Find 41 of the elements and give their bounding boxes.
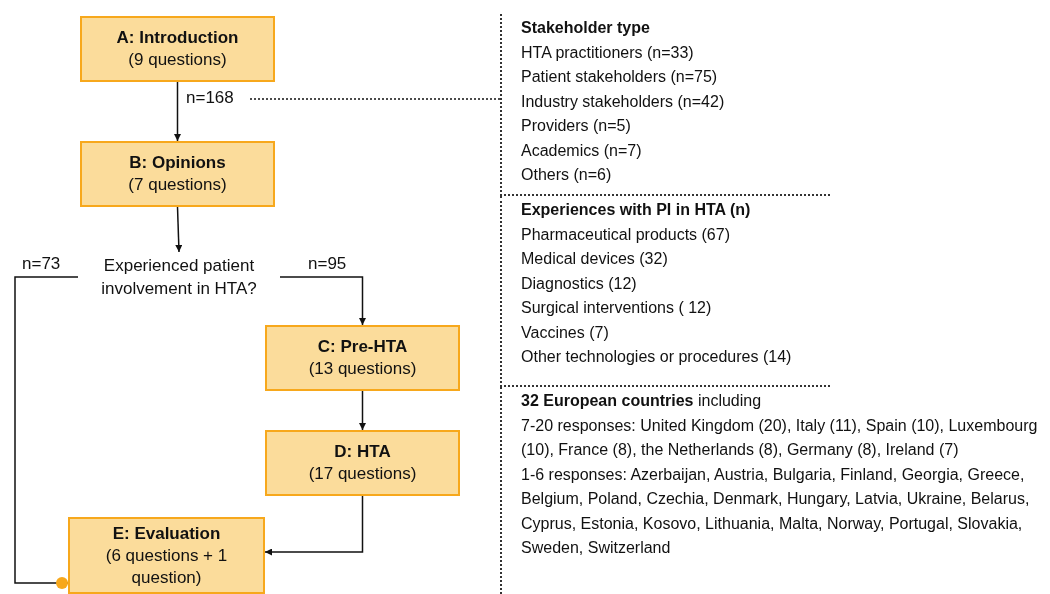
list-item: Medical devices (32) <box>521 249 669 269</box>
list-item: Academics (n=7) <box>521 140 643 161</box>
arrow <box>359 390 366 431</box>
question-text: Experienced patient involvement in HTA? <box>78 252 280 302</box>
process-box <box>265 430 460 496</box>
list-item: Surgical interventions ( 12) <box>521 298 713 318</box>
arrow <box>264 495 364 556</box>
list-item: Others (n=6) <box>521 165 613 185</box>
info-panel <box>500 14 830 196</box>
info-panel <box>500 196 830 387</box>
box-subtitle: (17 questions) <box>308 463 417 485</box>
process-box <box>265 325 460 391</box>
panel-heading: Stakeholder type <box>521 18 651 38</box>
box-title: C: Pre-HTA <box>317 336 408 358</box>
box-subtitle: (7 questions) <box>128 174 227 196</box>
list-item: Industry stakeholders (n=42) <box>521 91 726 112</box>
list-item: Diagnostics (12) <box>521 273 638 294</box>
leader-line <box>249 98 501 100</box>
arrow <box>175 206 183 253</box>
box-subtitle: (6 questions + 1 question) <box>104 544 229 589</box>
paragraph: 1-6 responses: Azerbaijan, Austria, Bulgaria, Finland, Georgia, Greece, Belgium, Poland, Czechia, Denmark, Hungary, Latvia, Ukraine, Belarus, Cyprus, Estonia, Kosovo, Lithuania, Malta, Norway, Portugal, Slovakia, Sweden, Switzerland <box>521 464 1031 558</box>
box-title: B: Opinions <box>129 152 226 174</box>
list-item: Other technologies or procedures (14) <box>521 347 793 367</box>
box-title: E: Evaluation <box>112 522 221 545</box>
list-item: Patient stakeholders (n=75) <box>521 67 719 87</box>
list-item: Pharmaceutical products (67) <box>521 224 731 245</box>
box-subtitle: (13 questions) <box>308 358 417 380</box>
panel-heading: Experiences with PI in HTA (n) <box>521 200 752 220</box>
panel-heading: 32 European countries including <box>521 391 763 411</box>
box-title: D: HTA <box>334 441 391 463</box>
arrow <box>279 276 366 326</box>
list-item: Vaccines (7) <box>521 322 610 343</box>
box-subtitle: (9 questions) <box>128 49 227 71</box>
list-item: Providers (n=5) <box>521 116 632 136</box>
process-box <box>80 16 275 82</box>
arrow <box>174 81 181 142</box>
box-title: A: Introduction <box>116 27 239 49</box>
list-item: HTA practitioners (n=33) <box>521 42 695 63</box>
paragraph: 7-20 responses: United Kingdom (20), Italy (11), Spain (10), Luxembourg (10), France (8), the Netherlands (8), Germany (8), Ireland (7) <box>521 415 1039 460</box>
process-box <box>80 141 275 207</box>
process-box <box>68 517 265 594</box>
